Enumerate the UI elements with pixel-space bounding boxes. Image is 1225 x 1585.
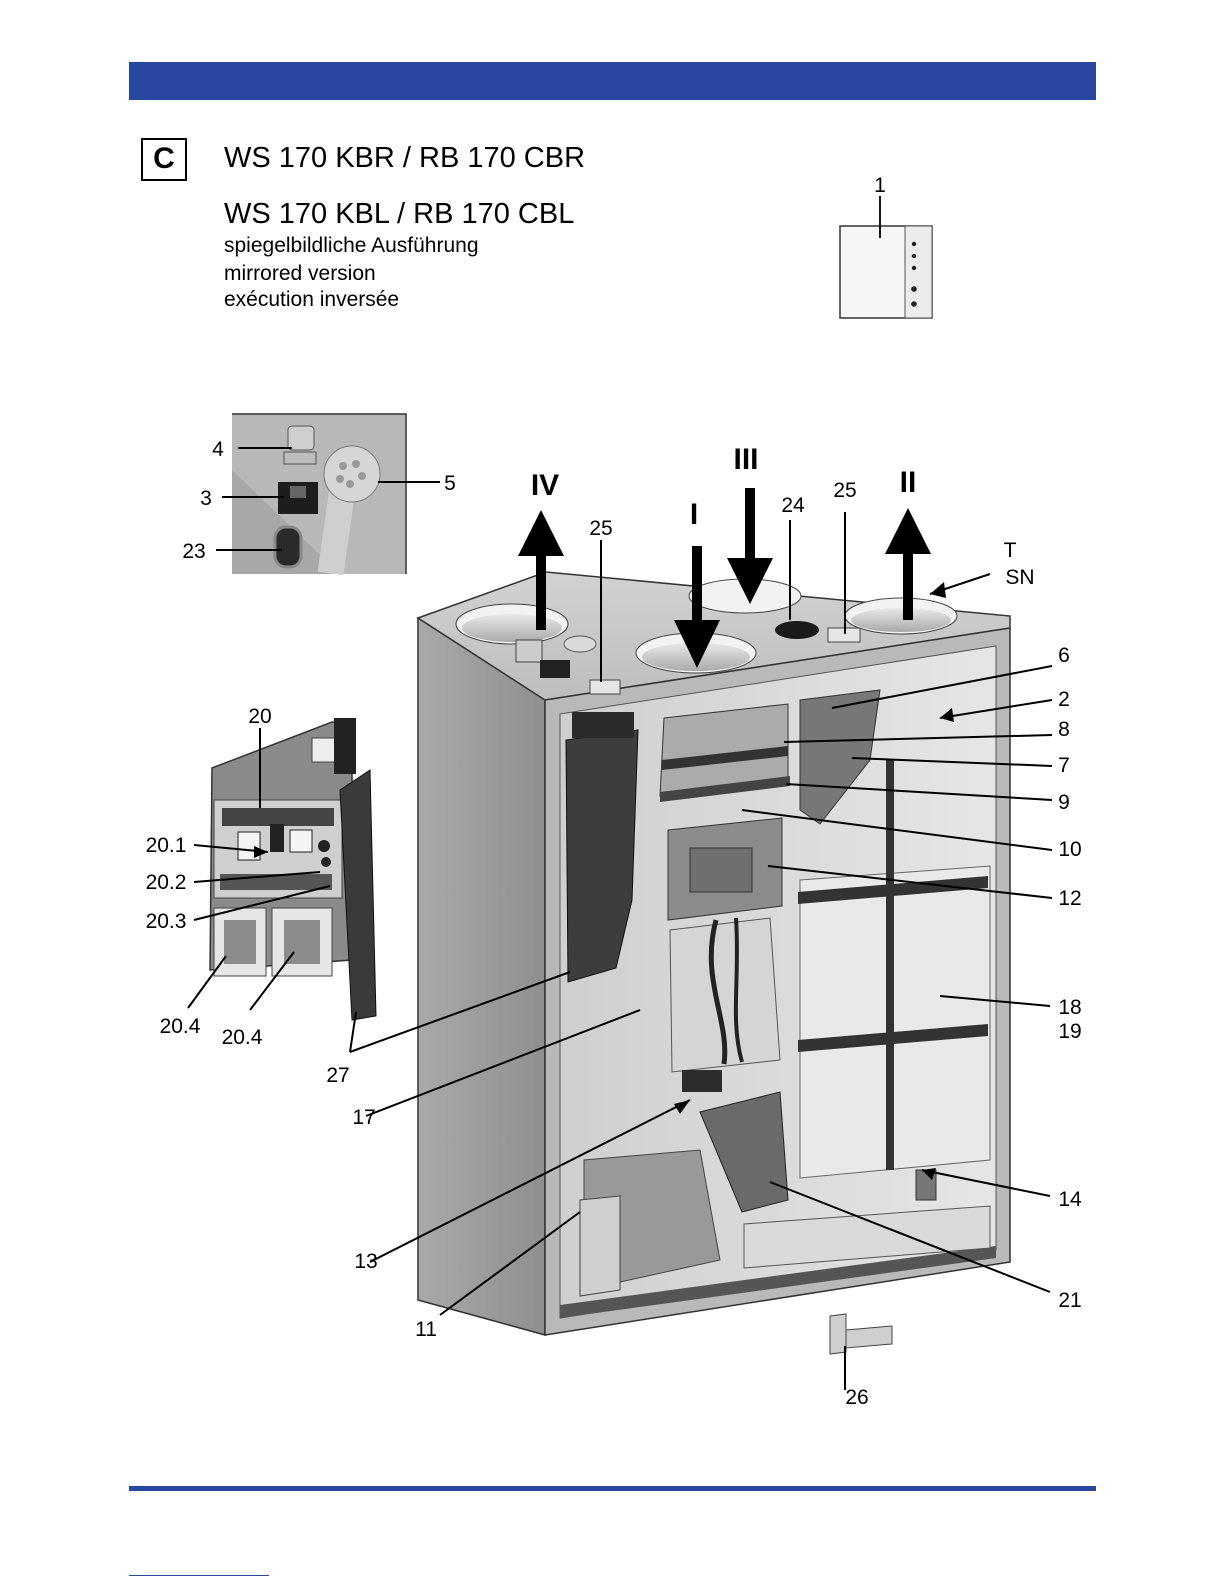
callout-11: 11	[415, 1318, 437, 1341]
callout-3: 3	[200, 487, 212, 510]
callout-1: 1	[874, 174, 886, 197]
main-unit	[418, 572, 1010, 1354]
callout-20-3: 20.3	[146, 910, 187, 933]
callout-13: 13	[354, 1250, 377, 1273]
callout-14: 14	[1058, 1188, 1082, 1211]
callout-20: 20	[248, 705, 271, 728]
callout-5: 5	[444, 472, 456, 495]
airflow-label-I: I	[690, 498, 698, 531]
callout-SN: SN	[1005, 566, 1034, 589]
control-box	[210, 718, 376, 1020]
callout-25a: 25	[589, 517, 612, 540]
connector-inset	[232, 414, 406, 575]
callout-24: 24	[781, 494, 805, 517]
callout-20-4b: 20.4	[222, 1026, 263, 1049]
airflow-label-III: III	[733, 443, 758, 476]
callout-6: 6	[1058, 644, 1070, 667]
callout-26: 26	[845, 1386, 868, 1409]
callout-18: 18	[1058, 996, 1081, 1019]
footer-rule	[129, 1486, 1096, 1491]
callout-2: 2	[1058, 688, 1070, 711]
callout-10: 10	[1058, 838, 1081, 861]
callout-8: 8	[1058, 718, 1070, 741]
callout-7: 7	[1058, 754, 1070, 777]
callout-23: 23	[182, 540, 205, 563]
callout-T: T	[1004, 539, 1017, 562]
callout-9: 9	[1058, 791, 1070, 814]
callout-20-4a: 20.4	[160, 1015, 201, 1038]
callout-19: 19	[1058, 1020, 1081, 1043]
airflow-label-II: II	[900, 466, 917, 499]
callout-20-1: 20.1	[146, 834, 187, 857]
callout-25b: 25	[833, 479, 856, 502]
callout-27: 27	[326, 1064, 349, 1087]
callout-12: 12	[1058, 887, 1081, 910]
callout-4: 4	[212, 438, 224, 461]
airflow-label-IV: IV	[531, 469, 559, 502]
footnote-rule	[129, 1575, 269, 1576]
callout-21: 21	[1058, 1289, 1081, 1312]
remote-control	[840, 196, 932, 318]
callout-20-2: 20.2	[146, 871, 187, 894]
callout-17: 17	[352, 1106, 375, 1129]
